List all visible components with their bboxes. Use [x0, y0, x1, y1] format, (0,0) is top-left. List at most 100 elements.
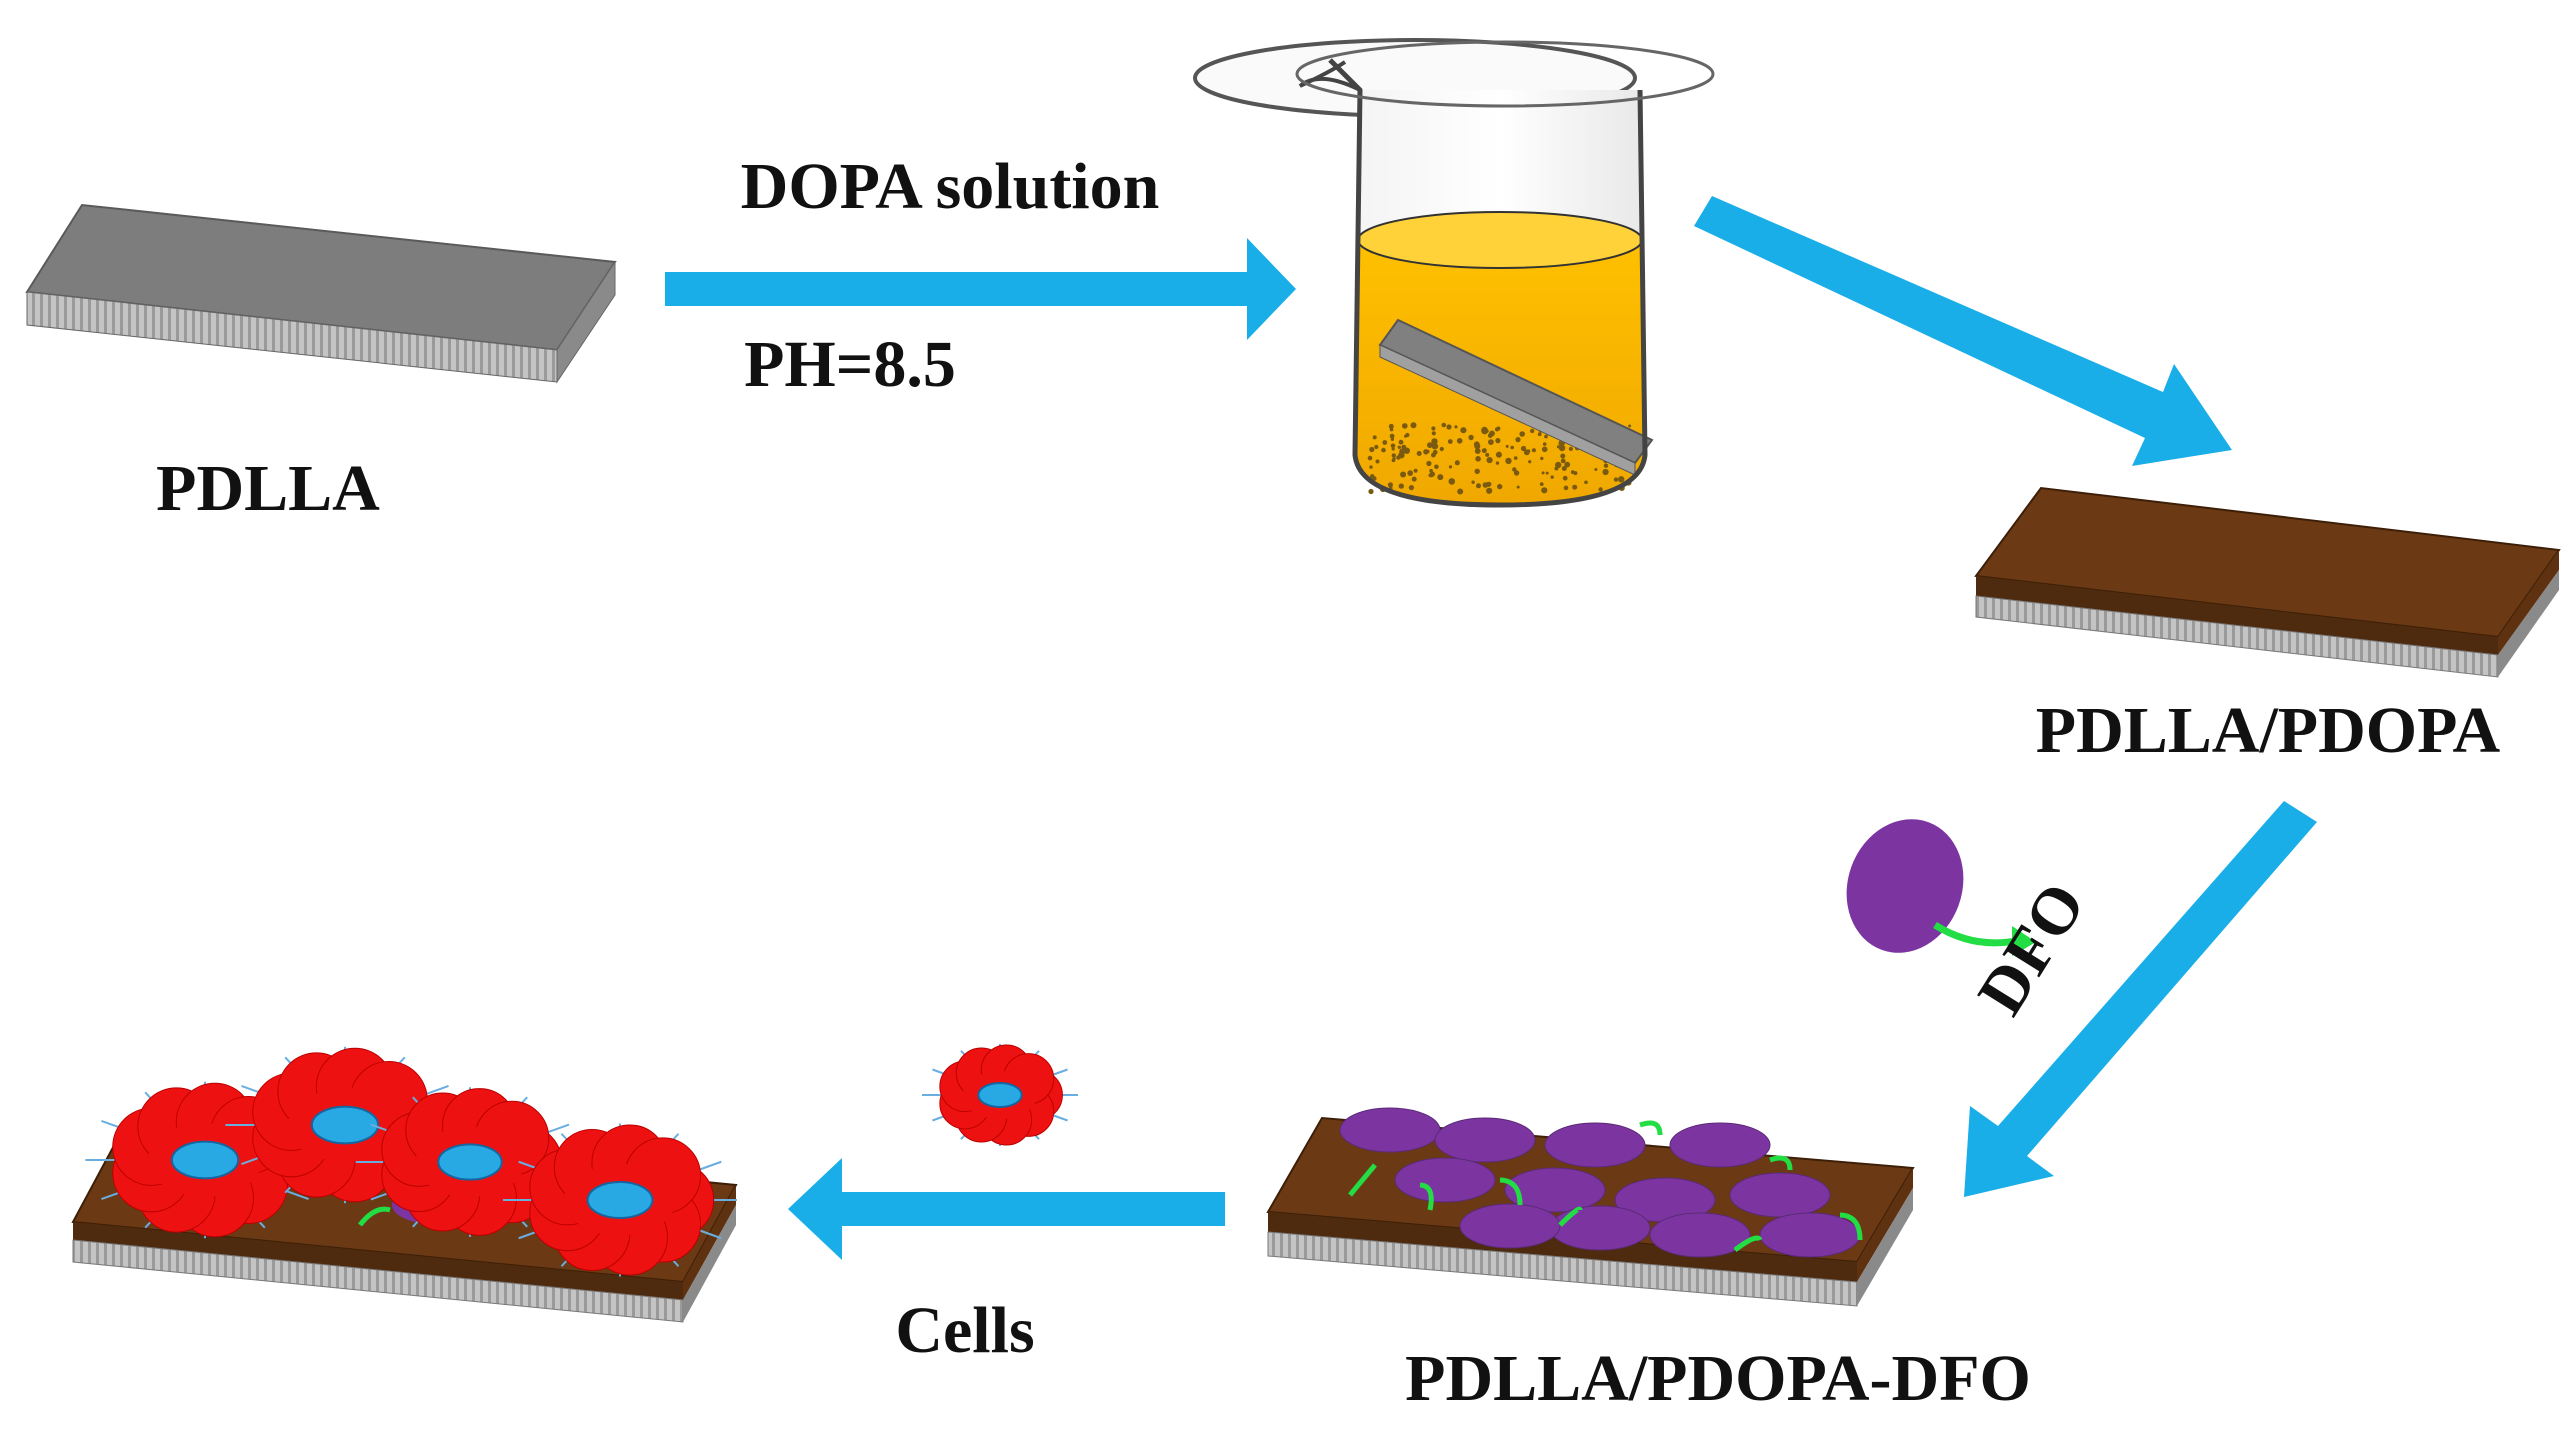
pdlla-label: PDLLA [156, 452, 380, 525]
sediment-dot [1562, 475, 1568, 481]
sediment-dot [1510, 445, 1514, 450]
sediment-dot [1382, 440, 1388, 445]
cell-nucleus [437, 1143, 503, 1181]
sediment-dot [1542, 442, 1547, 446]
adhered-cells-layer [85, 1046, 737, 1277]
sediment-dot [1541, 471, 1545, 475]
sediment-dot [1388, 423, 1394, 429]
sediment-dot [1405, 432, 1410, 438]
sediment-dot [1369, 465, 1373, 469]
dfo-linker [1769, 1155, 1793, 1171]
sediment-dot [1456, 438, 1463, 444]
sediment-dot [1398, 483, 1405, 489]
cell [355, 1087, 585, 1237]
dfo-molecule-icon [1846, 819, 2036, 956]
sediment-dot [1530, 428, 1535, 434]
sediment-dot [1398, 439, 1404, 445]
pdlla-pdopa-label: PDLLA/PDOPA [2036, 694, 2501, 767]
sediment-dot [1505, 457, 1512, 465]
sediment-dot [1541, 487, 1548, 494]
sediment-dot [1407, 470, 1413, 476]
pdlla-pdopa-dfo-label: PDLLA/PDOPA-DFO [1405, 1342, 2031, 1415]
ph-label: PH=8.5 [744, 328, 956, 401]
sediment-dot [1391, 453, 1397, 458]
sediment-dot [1471, 480, 1475, 484]
sediment-dot [1584, 480, 1588, 485]
sediment-dot [1397, 445, 1402, 449]
sediment-dot [1429, 471, 1435, 477]
sediment-dot [1439, 446, 1444, 452]
dfo-linker [358, 1206, 391, 1227]
cell-nucleus [586, 1181, 654, 1219]
sediment-dot [1390, 437, 1395, 441]
sediment-dot [1474, 468, 1480, 474]
cell-icon [922, 1044, 1078, 1146]
sediment-dot [1368, 488, 1374, 495]
sediment-dot [1541, 446, 1548, 453]
sediment-dot [1613, 477, 1619, 482]
sediment-dot [1481, 426, 1488, 434]
sediment-dot [1544, 434, 1548, 439]
sediment-dot [1427, 443, 1432, 448]
sediment-dot [1628, 424, 1632, 428]
sediment-dot [1475, 456, 1481, 462]
sediment-dot [1448, 478, 1456, 485]
sediment-dot [1481, 448, 1487, 454]
sediment-dot [1495, 461, 1500, 465]
dfo-disc [1729, 1172, 1831, 1218]
sediment-dot [1403, 447, 1411, 454]
cell-nucleus [310, 1105, 380, 1145]
sediment-dot [1391, 447, 1395, 451]
submerged-pdlla-substrate [1378, 318, 1654, 476]
sediment-dot [1476, 483, 1481, 489]
dfo-disc [1649, 1212, 1751, 1258]
arrow-cells-step [788, 1158, 1225, 1260]
sediment-dot [1431, 426, 1436, 431]
sediment-dot [1537, 432, 1542, 437]
sediment-dot [1482, 482, 1489, 488]
cell-nucleus [170, 1140, 240, 1180]
sediment-dot [1556, 445, 1561, 449]
sediment-dot [1454, 425, 1458, 429]
sediment-dot [1447, 439, 1453, 444]
sediment-dot [1408, 485, 1414, 491]
sediment-dot [1402, 423, 1408, 429]
sediment-dot [1531, 448, 1536, 453]
sediment-dot [1474, 443, 1481, 450]
sediment-dot [1598, 487, 1603, 492]
sediment-dot [1513, 470, 1520, 476]
sediment-dot [1563, 485, 1569, 491]
sediment-dot [1401, 444, 1407, 450]
sediment-dot [1369, 446, 1375, 453]
sediment-dot [1561, 466, 1567, 471]
cell [85, 1081, 325, 1239]
sediment-dot [1516, 485, 1520, 489]
sediment-dot [1486, 457, 1493, 464]
sediment-dot [1474, 448, 1481, 454]
sediment-dot [1560, 458, 1566, 464]
sediment-dot [1437, 474, 1444, 481]
sediment-dot [1495, 438, 1501, 444]
sediment-dot [1487, 433, 1493, 438]
sediment-dot [1411, 476, 1417, 482]
sediment-dot [1513, 456, 1518, 460]
cell-nucleus [977, 1082, 1023, 1108]
sediment-dot [1505, 444, 1509, 448]
sediment-dot [1468, 434, 1474, 441]
sediment-dot [1389, 427, 1394, 432]
sediment-dot [1441, 422, 1447, 428]
sediment-dot [1486, 487, 1493, 494]
cells-label: Cells [895, 1294, 1034, 1367]
sediment-dot [1448, 465, 1453, 469]
arrow-to-dfo-grafting [1964, 801, 2317, 1197]
cell [922, 1044, 1078, 1146]
sediment-dot [1426, 460, 1432, 467]
sediment-dot [1526, 449, 1531, 453]
sediment-dot [1400, 471, 1407, 478]
sediment-dot [1432, 449, 1438, 455]
sediment-dot [1550, 475, 1554, 479]
sediment-dot [1568, 446, 1573, 451]
sediment-dot [1539, 482, 1544, 486]
sediment-dot [1454, 460, 1460, 466]
